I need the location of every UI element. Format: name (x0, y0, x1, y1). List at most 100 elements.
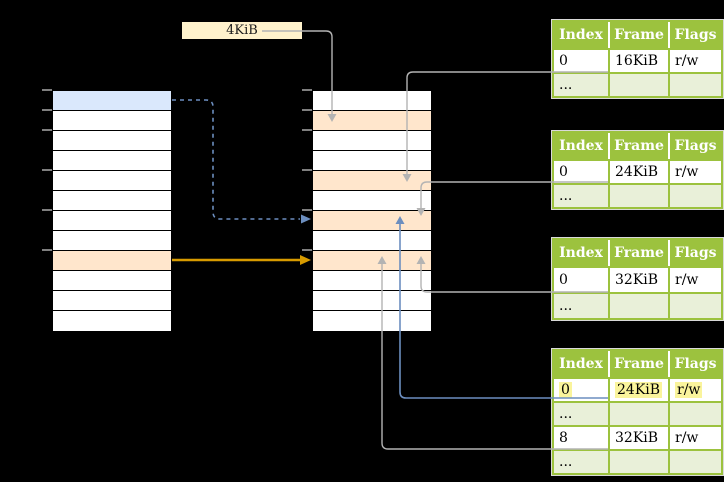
tick-virtual-4 (42, 209, 52, 211)
page-table-4-row-0: 0 24KiB r/w (554, 377, 721, 401)
virtual-page-row-0 (53, 91, 171, 111)
page-table-1-cell-1-2 (668, 72, 721, 96)
page-table-1-cell-1-0: ... (554, 72, 608, 96)
page-table-4-cell-2-0: 8 (554, 425, 608, 449)
tick-virtual-5 (42, 249, 52, 251)
page-table-4-cell-0-0: 0 (554, 377, 608, 401)
tick-virtual-2 (42, 129, 52, 131)
highlighted-value: 0 (559, 382, 572, 398)
virtual-memory-column (52, 90, 172, 331)
tick-physical-1 (302, 109, 312, 111)
page-table-2-header-frame: Frame (608, 133, 668, 159)
page-table-4-cell-0-2: r/w (668, 377, 721, 401)
page-table-3-row-1: ... (554, 292, 721, 318)
page-table-3-cell-1-2 (668, 292, 721, 318)
page-table-2-header-index: Index (554, 133, 608, 159)
page-table-4-cell-3-2 (668, 449, 721, 473)
page-table-4-header-index: Index (554, 351, 608, 377)
page-table-2-cell-0-1: 24KiB (608, 159, 668, 183)
tick-physical-5 (302, 249, 312, 251)
physical-frame-row-11 (313, 311, 431, 331)
highlighted-value: 24KiB (615, 382, 663, 398)
physical-frame-row-9 (313, 271, 431, 291)
page-table-4-cell-2-2: r/w (668, 425, 721, 449)
page-size-label: 4KiB (182, 22, 302, 39)
physical-frame-row-1 (313, 111, 431, 131)
highlighted-value: r/w (675, 382, 703, 398)
page-table-1-row-1: ... (554, 72, 721, 96)
physical-frame-row-6 (313, 211, 431, 231)
page-table-1-cell-0-2: r/w (668, 48, 721, 72)
physical-memory-column (312, 90, 432, 331)
tick-virtual-0 (42, 89, 52, 91)
physical-frame-row-4 (313, 171, 431, 191)
page-table-1-cell-1-1 (608, 72, 668, 96)
virtual-page-row-2 (53, 131, 171, 151)
page-table-3-cell-0-1: 32KiB (608, 266, 668, 292)
page-table-4-cell-3-1 (608, 449, 668, 473)
page-table-4-cell-1-2 (668, 401, 721, 425)
page-table-1-cell-0-0: 0 (554, 48, 608, 72)
page-table-1-cell-0-1: 16KiB (608, 48, 668, 72)
physical-frame-row-10 (313, 291, 431, 311)
page-table-2-cell-1-0: ... (554, 183, 608, 207)
page-table-1-header-frame: Frame (608, 22, 668, 48)
virtual-page-row-9 (53, 271, 171, 291)
page-table-4-header-flags: Flags (668, 351, 721, 377)
page-table-4-cell-3-0: ... (554, 449, 608, 473)
page-size-text: 4KiB (226, 23, 258, 38)
page-table-3-cell-0-2: r/w (668, 266, 721, 292)
physical-frame-row-7 (313, 231, 431, 251)
tick-virtual-3 (42, 169, 52, 171)
page-table-1-header-index: Index (554, 22, 608, 48)
page-table-4-cell-0-1: 24KiB (608, 377, 668, 401)
virtual-page-row-3 (53, 151, 171, 171)
physical-frame-row-0 (313, 91, 431, 111)
virtual-page-row-1 (53, 111, 171, 131)
virtual-page-row-5 (53, 191, 171, 211)
physical-frame-row-2 (313, 131, 431, 151)
tick-physical-0 (302, 89, 312, 91)
page-table-3-header-frame: Frame (608, 240, 668, 266)
tick-physical-2 (302, 129, 312, 131)
tick-virtual-1 (42, 109, 52, 111)
physical-frame-row-5 (313, 191, 431, 211)
virtual-page-row-6 (53, 211, 171, 231)
page-table-2-cell-1-2 (668, 183, 721, 207)
physical-frame-row-3 (313, 151, 431, 171)
page-table-4-row-3: ... (554, 449, 721, 473)
page-table-4-header-frame: Frame (608, 351, 668, 377)
page-table-1-header-flags: Flags (668, 22, 721, 48)
page-table-4-cell-1-1 (608, 401, 668, 425)
page-table-3-cell-0-0: 0 (554, 266, 608, 292)
page-table-2-cell-1-1 (608, 183, 668, 207)
virtual-page-row-7 (53, 231, 171, 251)
arrowhead-blue-page (301, 214, 311, 224)
arrowhead-orange-page (300, 255, 311, 265)
page-table-3-header-flags: Flags (668, 240, 721, 266)
virtual-page-row-10 (53, 291, 171, 311)
tick-physical-4 (302, 209, 312, 211)
tick-physical-3 (302, 169, 312, 171)
arrow-blue-page-to-frame (172, 99, 300, 220)
page-table-2-header-flags: Flags (668, 133, 721, 159)
virtual-page-row-4 (53, 171, 171, 191)
physical-frame-row-8 (313, 251, 431, 271)
page-table-2-cell-0-0: 0 (554, 159, 608, 183)
page-table-3-cell-1-0: ... (554, 292, 608, 318)
page-table-3-cell-1-1 (608, 292, 668, 318)
virtual-page-row-11 (53, 311, 171, 331)
page-table-4-row-1: ... (554, 401, 721, 425)
